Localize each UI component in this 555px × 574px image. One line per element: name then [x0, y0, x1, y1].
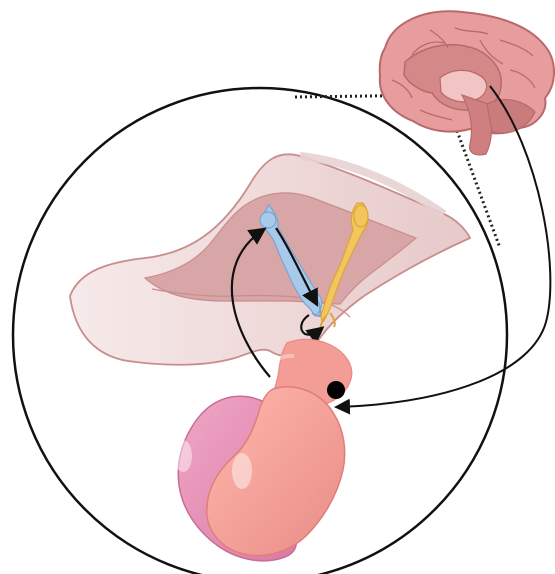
pituitary-gland [174, 339, 352, 561]
hypothalamus-region [70, 154, 470, 364]
brain-icon [380, 11, 554, 155]
dot-icon [327, 381, 345, 399]
